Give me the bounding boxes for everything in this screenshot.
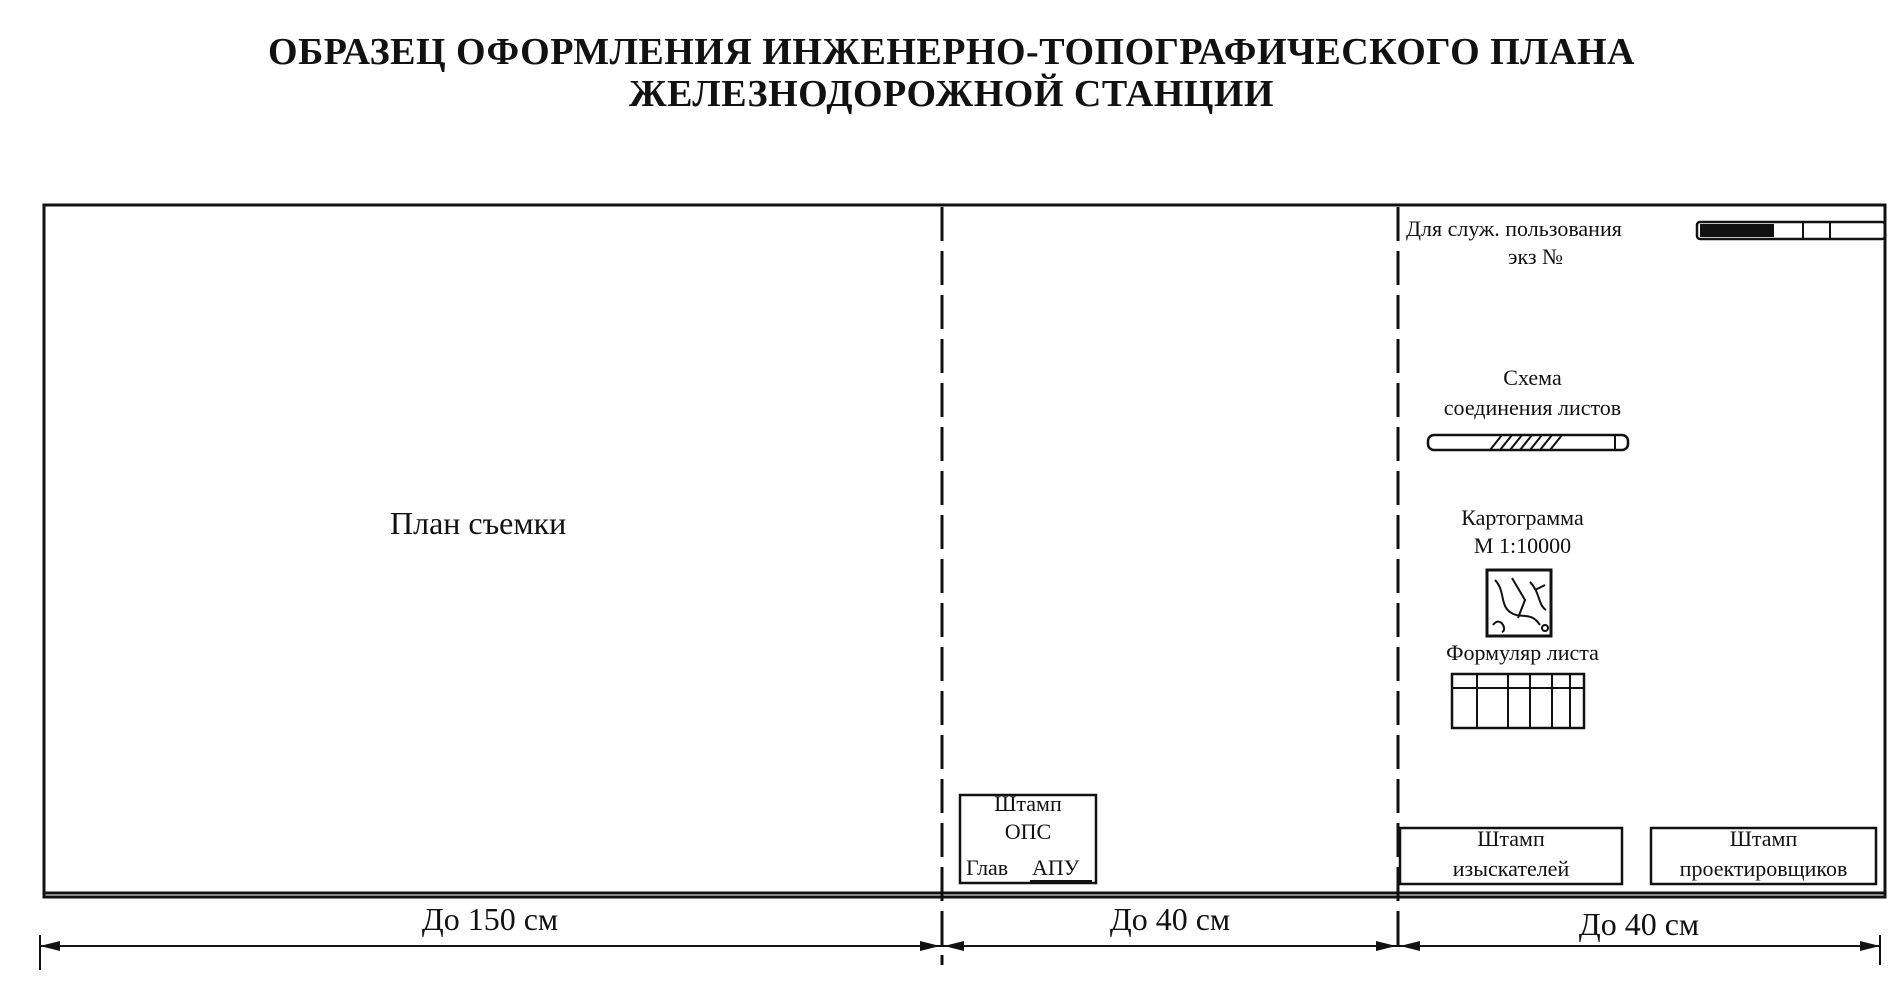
arrow-right-start [1400, 941, 1420, 951]
sheet-frame [42, 203, 1887, 899]
copy-number-label: экз № [1508, 244, 1564, 269]
scheme-label-2: соединения листов [1443, 395, 1622, 420]
scheme-bar [1426, 433, 1630, 452]
arrow-left-end [920, 941, 940, 951]
sheet-form-grid [1450, 672, 1586, 730]
stamp-ops-line-3a: Глав [966, 855, 1009, 880]
stamp-surveyors-line-2: изыскателей [1452, 856, 1570, 881]
dimension-label-right: До 40 см [1578, 906, 1700, 942]
cartogram-drawing [1492, 577, 1549, 633]
page-title-line-1: ОБРАЗЕЦ ОФОРМЛЕНИЯ ИНЖЕНЕРНО-ТОПОГРАФИЧЕ… [268, 31, 1635, 73]
restricted-bar-fill [1700, 224, 1774, 237]
stamp-ops-line-3b: АПУ [1032, 855, 1080, 880]
stamp-surveyors-box [1398, 826, 1624, 886]
cartogram-box [1485, 568, 1553, 638]
scheme-hatching [1489, 434, 1563, 451]
page-title-line-2: ЖЕЛЕЗНОДОРОЖНОЙ СТАНЦИИ [629, 73, 1274, 115]
stamp-designers-line-2: проектировщиков [1679, 856, 1848, 881]
restricted-use-label: Для служ. пользования [1406, 216, 1622, 241]
arrow-middle-start [944, 941, 964, 951]
dimension-label-middle: До 40 см [1109, 901, 1231, 937]
cartogram-scale-label: М 1:10000 [1473, 533, 1572, 558]
stamp-surveyors-line-1: Штамп [1477, 826, 1545, 851]
stamp-designers-box [1649, 826, 1878, 886]
sheet-form-label: Формуляр листа [1446, 640, 1599, 665]
arrow-left-start [40, 941, 60, 951]
stamp-designers-line-1: Штамп [1729, 826, 1798, 851]
stamp-ops-line-1: Штамп [994, 791, 1062, 816]
arrow-right-end [1860, 941, 1880, 951]
plan-label: План съемки [390, 505, 567, 541]
stamp-ops-line-2: ОПС [1004, 819, 1052, 844]
stamp-ops-box [958, 793, 1098, 885]
scheme-label-1: Схема [1503, 365, 1562, 390]
dimension-label-left: До 150 см [421, 901, 559, 937]
arrow-middle-end [1376, 941, 1396, 951]
restricted-bar [1695, 220, 1887, 241]
cartogram-label: Картограмма [1461, 505, 1584, 530]
